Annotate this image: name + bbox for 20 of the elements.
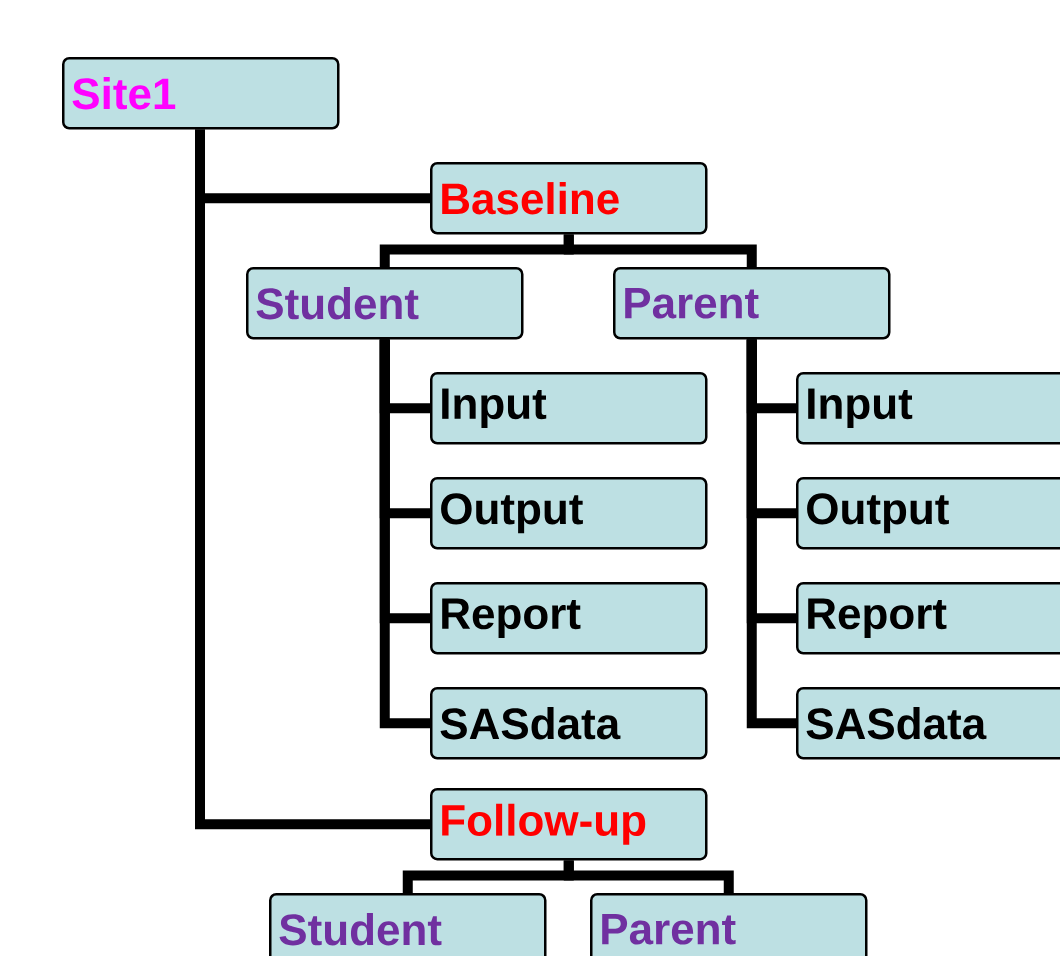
- folder-box: Output: [430, 477, 708, 550]
- folder-box: Student: [269, 893, 547, 956]
- folder-box: Student: [246, 267, 524, 340]
- folder-box: Report: [430, 582, 708, 655]
- folder-box: SASdata: [430, 687, 708, 760]
- folder-box: SASdata: [796, 687, 1060, 760]
- connector-line: [563, 234, 757, 267]
- connector-line: [563, 860, 734, 893]
- folder-box: Output: [796, 477, 1060, 550]
- folder-box: Input: [796, 372, 1060, 445]
- folder-box: Follow-up: [430, 788, 708, 861]
- connector-line: [379, 339, 430, 729]
- folder-box: Parent: [613, 267, 891, 340]
- folder-box: Parent: [590, 893, 868, 956]
- folder-box: Baseline: [430, 162, 708, 235]
- folder-box: Report: [796, 582, 1060, 655]
- folder-box: Input: [430, 372, 708, 445]
- connector-line: [195, 129, 430, 830]
- folder-box: Site1: [62, 57, 340, 130]
- connector-line: [746, 339, 796, 729]
